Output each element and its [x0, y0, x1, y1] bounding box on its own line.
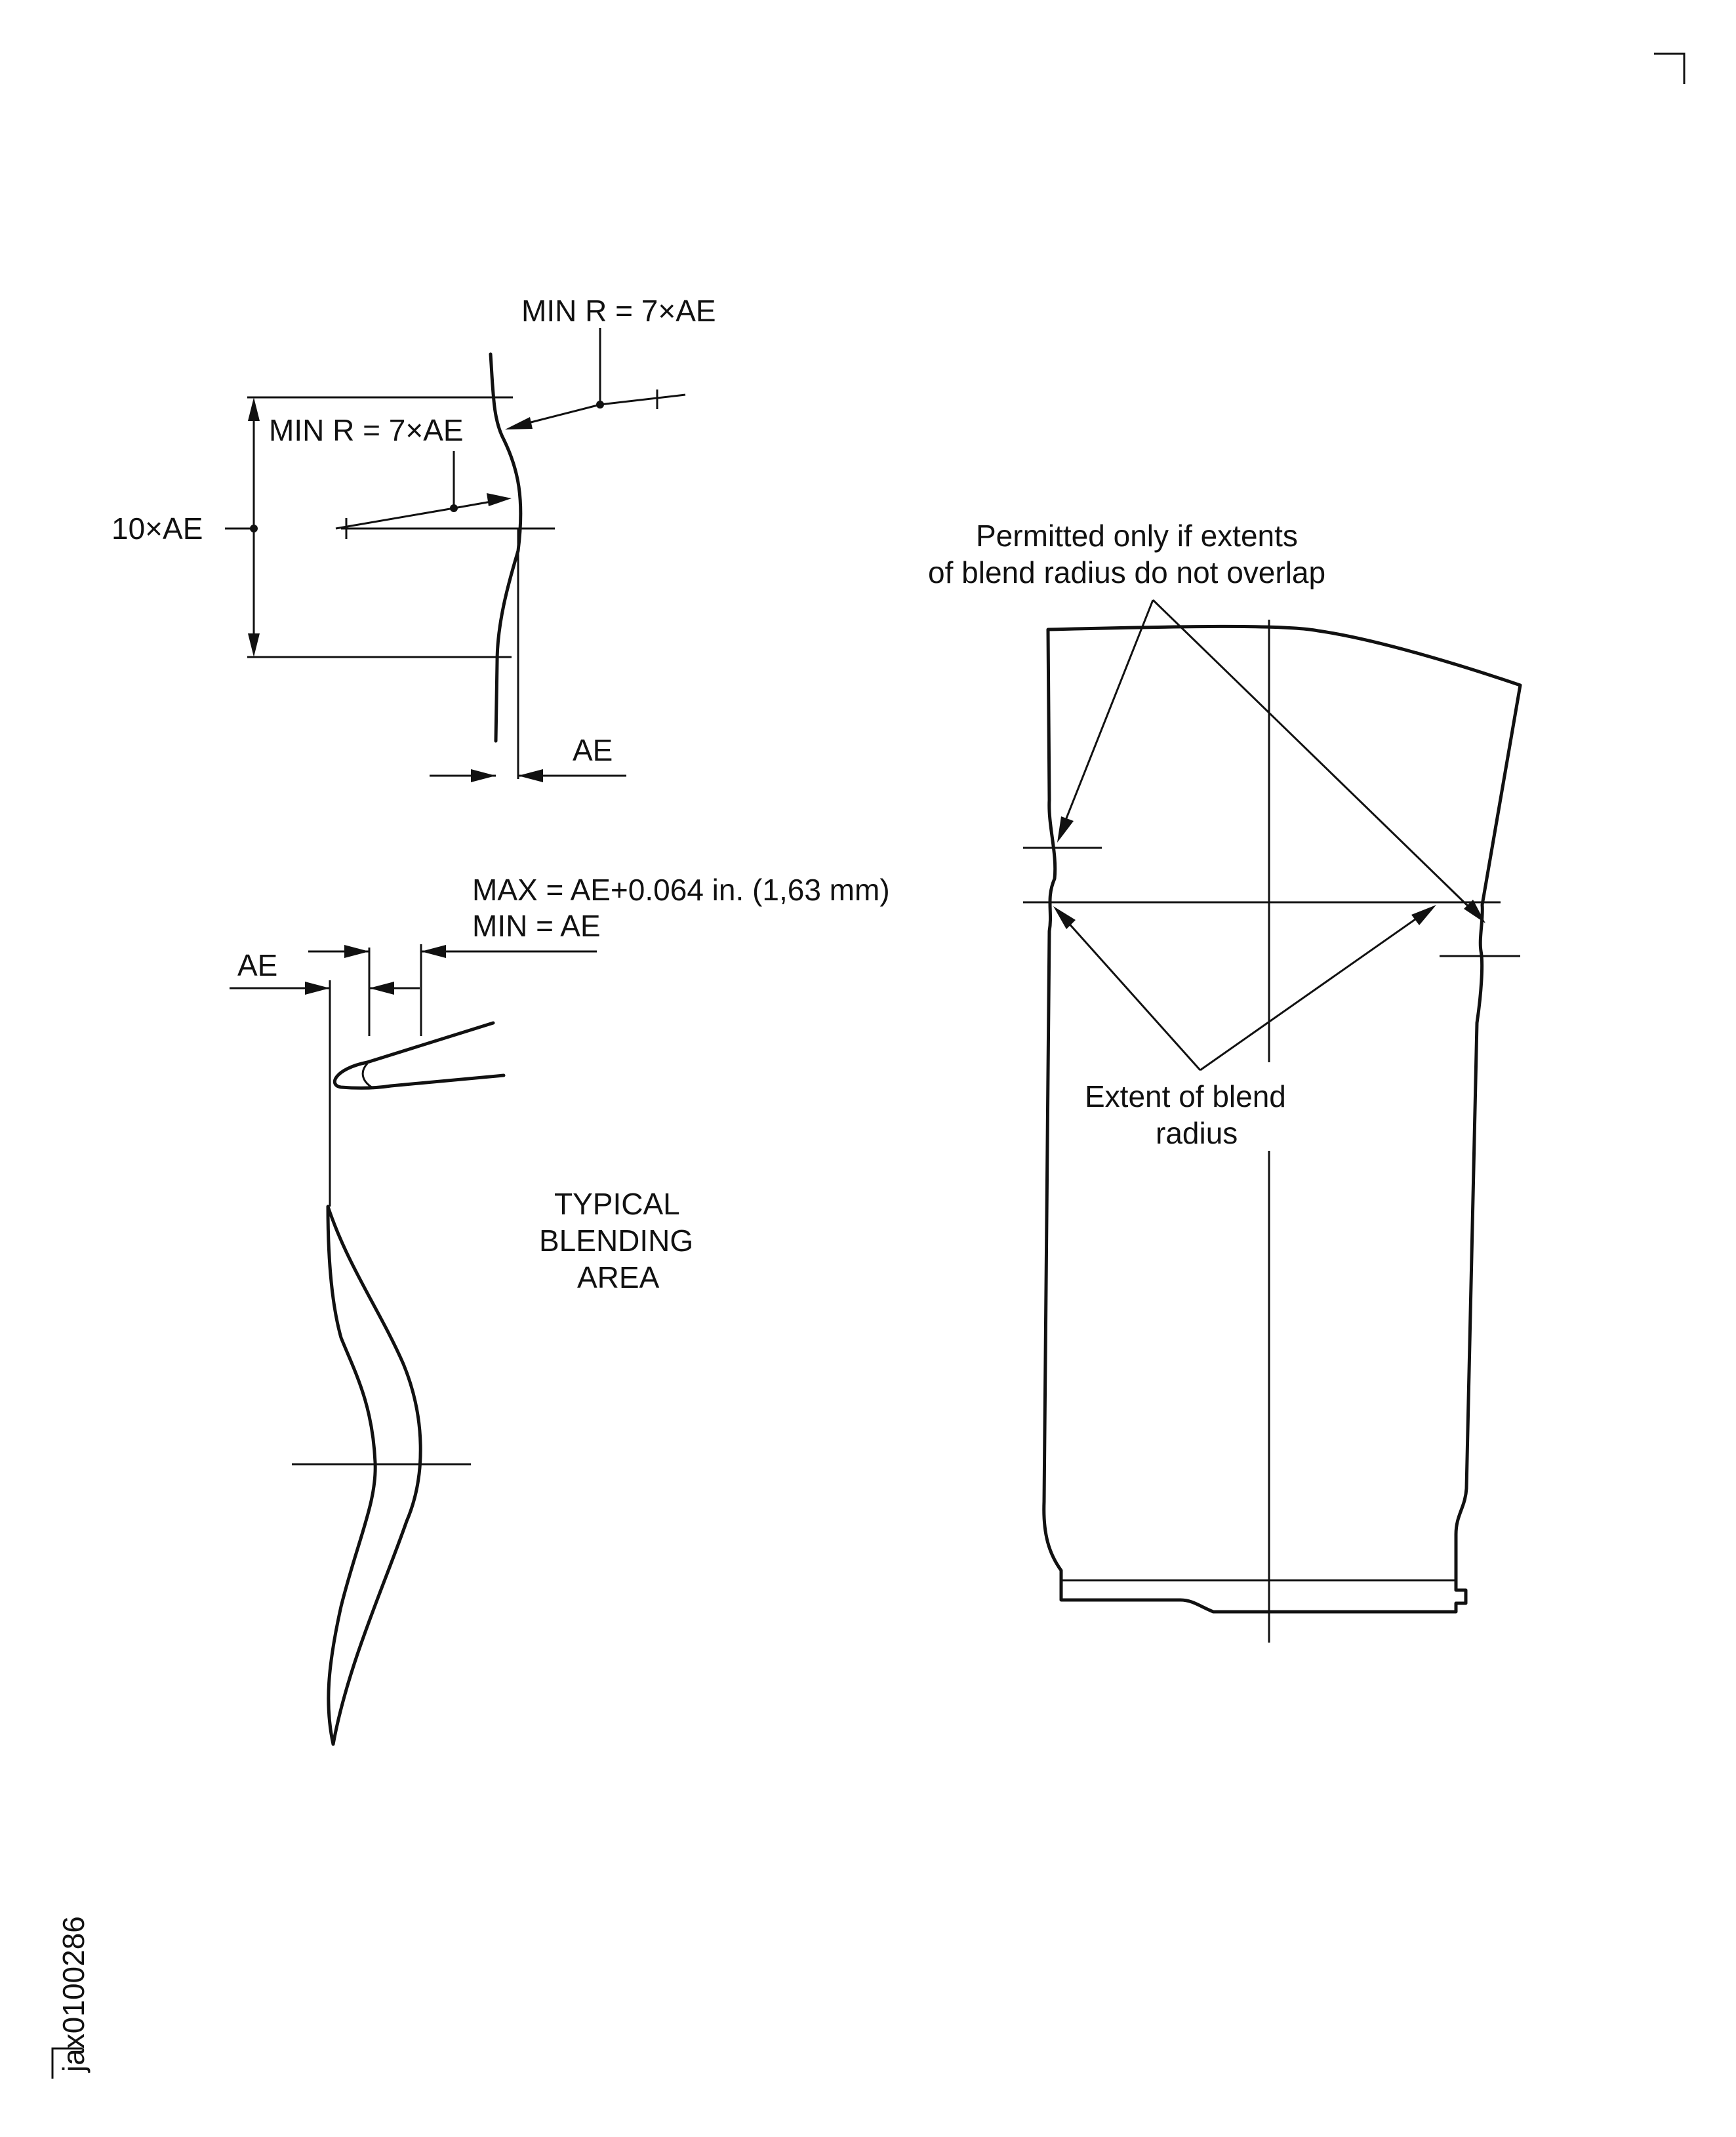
detail-a-length-arrow-top — [248, 397, 260, 421]
extent-arrow-right — [1411, 905, 1436, 925]
detail-b-area-label-2: BLENDING — [539, 1224, 693, 1258]
detail-a-inner-radius-leader — [335, 507, 454, 530]
permitted-leader-right — [1152, 599, 1478, 916]
detail-b-min-label: MIN = AE — [472, 909, 601, 943]
detail-a-depth-right-arrow — [518, 769, 543, 782]
detail-a-depth-label: AE — [573, 733, 613, 767]
detail-b-blend-notch — [333, 1021, 506, 1090]
detail-a-inner-radius-label: MIN R = 7×AE — [269, 413, 464, 447]
detail-a-length-arrow-bottom — [248, 633, 260, 657]
extent-note-line-1: Extent of blend — [1085, 1079, 1286, 1113]
permitted-note-line-2: of blend radius do not overlap — [928, 555, 1325, 589]
detail-a-inner-radius-arrow — [487, 493, 512, 506]
detail-b-blend-notch-arc — [361, 1062, 374, 1090]
detail-b-airfoil-section — [326, 1205, 422, 1746]
detail-b-area-label-3: AREA — [577, 1260, 660, 1294]
detail-b-ae-dimension-arrow-left — [305, 982, 330, 995]
detail-b-max-label: MAX = AE+0.064 in. (1,63 mm) — [472, 873, 890, 907]
detail-b-max-dimension-arrow — [421, 945, 446, 958]
detail-b-ae-label: AE — [237, 948, 277, 982]
detail-a-outer-radius-label: MIN R = 7×AE — [521, 294, 716, 328]
detail-b-min-dimension-arrow — [344, 945, 369, 958]
detail-b-area-label-1: TYPICAL — [554, 1187, 680, 1221]
blade-outline — [1042, 624, 1522, 1614]
extent-note-line-2: radius — [1156, 1116, 1238, 1150]
detail-a-length-label: 10×AE — [111, 511, 203, 546]
figure-id: jax0100286 — [56, 1916, 91, 2073]
detail-a-outer-radius-leader — [599, 393, 686, 406]
extent-leader-left — [1060, 913, 1201, 1071]
extent-leader-right — [1200, 910, 1427, 1071]
detail-b-blend-section: MAX = AE+0.064 in. (1,63 mm) MIN = AE AE… — [230, 873, 890, 1746]
extent-arrow-left — [1053, 906, 1076, 929]
permitted-leader-left — [1060, 599, 1154, 832]
detail-a-outer-radius-arrow — [505, 417, 533, 429]
permitted-arrow-left — [1057, 816, 1074, 843]
corner-mark-top-right — [1654, 52, 1686, 84]
corner-mark-bottom-left — [51, 2047, 83, 2079]
detail-b-ae-dimension-arrow-right — [369, 982, 394, 995]
permitted-note-line-1: Permitted only if extents — [976, 519, 1298, 553]
detail-a-blend-profile: 10×AE MIN R = 7×AE MIN R = 7×AE AE — [111, 294, 716, 782]
permitted-arrow-right — [1464, 900, 1485, 923]
blade-view: Permitted only if extents of blend radiu… — [928, 519, 1522, 1643]
detail-a-depth-left-arrow — [471, 769, 496, 782]
detail-a-profile-edge — [489, 352, 523, 743]
